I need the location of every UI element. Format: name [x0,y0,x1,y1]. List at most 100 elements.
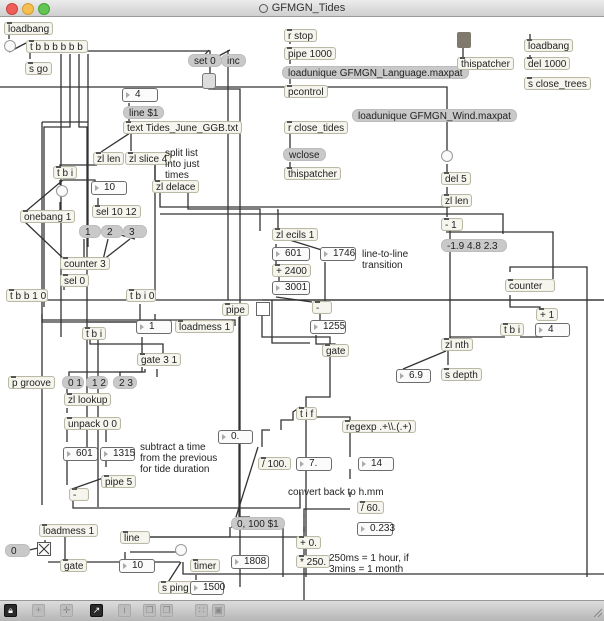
message-2-3[interactable]: 2 3 [113,376,137,389]
presentation-icon[interactable]: ↗ [90,604,103,617]
send-ping-object[interactable]: s ping [158,581,193,594]
timer-object[interactable]: timer [190,559,221,572]
lock-icon[interactable]: 🔒︎ [4,604,17,617]
sel-10-12-object[interactable]: sel 10 12 [92,205,141,218]
counter-3-object[interactable]: counter 3 [60,257,110,270]
send-go-object[interactable]: s go [25,62,52,75]
gate-object[interactable]: gate [60,559,88,572]
message-2[interactable]: 2 [101,225,123,238]
trigger-if-object[interactable]: t i f [296,407,318,420]
message-1-2[interactable]: 1 2 [86,376,108,389]
loadunique-wind-message[interactable]: loadunique GFMGN_Wind.maxpat [352,109,517,122]
close-button[interactable] [6,3,18,15]
multiply-250-object[interactable]: * 250. [296,555,331,568]
loadmess-object[interactable]: loadmess 1 [175,320,235,333]
loadbang-object-2[interactable]: loadbang [524,39,574,52]
bang-button[interactable] [4,40,16,52]
message-1[interactable]: 1 [79,225,101,238]
loadmess-object-2[interactable]: loadmess 1 [39,524,99,537]
pipe-1000-object[interactable]: pipe 1000 [284,47,336,60]
divide-60-object[interactable]: / 60. [357,501,385,514]
inc-message[interactable]: inc [221,54,246,67]
number-box-6-9[interactable]: 6.9 [396,369,431,383]
del-1000-object[interactable]: del 1000 [524,57,571,70]
copy-icon[interactable]: ❐ [143,604,156,617]
number-box-1315[interactable]: 1315 [100,447,135,461]
divide-100-object[interactable]: / 100. [258,457,292,470]
text-object[interactable]: text Tides_June_GGB.txt [123,121,243,134]
add-icon[interactable]: + [32,604,45,617]
message-3[interactable]: 3 [123,225,147,238]
thispatcher-object[interactable]: thispatcher [284,167,341,180]
resize-grip-icon[interactable] [592,607,603,618]
message-0[interactable]: 0 [5,544,30,557]
number-box-1[interactable]: 1 [136,320,172,334]
pipe-object[interactable]: pipe [222,303,249,316]
send-depth-object[interactable]: s depth [441,368,482,381]
paste-icon[interactable]: ❐ [160,604,173,617]
line-message[interactable]: line $1 [123,106,165,119]
number-box-float[interactable]: 0. [218,430,253,444]
number-box-1500[interactable]: 1500 [190,581,225,595]
number-box-0-233[interactable]: 0.233 [357,522,395,536]
set-0-message[interactable]: set 0 [188,54,222,67]
number-box-10[interactable]: 10 [91,181,127,195]
zl-ecils-object[interactable]: zl ecils 1 [272,228,319,241]
minus-object[interactable]: - [69,488,89,501]
number-box-601-b[interactable]: 601 [63,447,98,461]
number-box-4-b[interactable]: 4 [535,323,570,337]
number-box-601[interactable]: 601 [272,247,310,261]
counter-object[interactable]: counter [505,279,555,292]
message-0-1[interactable]: 0 1 [62,376,84,389]
bang-button-4[interactable] [441,150,453,162]
umenu-stepper[interactable] [202,73,216,89]
unpack-object[interactable]: unpack 0 0 [64,417,121,430]
toggle[interactable] [37,542,51,556]
trigger-object[interactable]: t b b b b b b [26,40,88,53]
zl-lookup-object[interactable]: zl lookup [64,393,112,406]
plus-2400-object[interactable]: + 2400 [272,264,311,277]
pipe-5-object[interactable]: pipe 5 [101,475,137,488]
trigger-bi-object-3[interactable]: t b i [500,323,525,336]
trigger-bi0-object[interactable]: t b i 0 [126,289,156,302]
number-box-14[interactable]: 14 [358,457,394,471]
move-icon[interactable]: ✛ [60,604,73,617]
del-5-object[interactable]: del 5 [441,172,471,185]
zl-nth-object[interactable]: zl nth [441,338,473,351]
number-box-1746[interactable]: 1746 [320,247,356,261]
sel-0-object[interactable]: sel 0 [60,274,90,287]
minimize-button[interactable] [22,3,34,15]
number-box-7[interactable]: 7. [296,457,332,471]
trigger-bb10-object[interactable]: t b b 1 0 [6,289,48,302]
list-message[interactable]: -1.9 4.8 2.3 [441,239,507,252]
pcontrol-object[interactable]: pcontrol [284,85,328,98]
p-groove-subpatcher[interactable]: p groove [8,376,55,389]
bang-button-2[interactable] [56,185,68,197]
zoom-button[interactable] [38,3,50,15]
button-square[interactable] [256,302,270,316]
plus-0-object[interactable]: + 0. [296,536,321,549]
zl-len-object-2[interactable]: zl len [441,194,473,207]
number-box-10-b[interactable]: 10 [119,559,155,573]
patcher-canvas[interactable]: loadbang t b b b b b b s go set 0 inc 4 … [0,17,604,600]
number-box-4[interactable]: 4 [122,88,158,102]
bang-button-3[interactable] [175,544,187,556]
trigger-bi-object[interactable]: t b i [53,166,78,179]
gate-3-1-object[interactable]: gate 3 1 [137,353,182,366]
loadbang-object[interactable]: loadbang [4,22,54,35]
receive-stop-object[interactable]: r stop [284,29,318,42]
snap-icon[interactable]: ▣ [212,604,225,617]
number-box-1808[interactable]: 1808 [231,555,269,569]
regexp-object[interactable]: regexp .+\\.(.+) [342,420,416,433]
trigger-bi-object-2[interactable]: t b i [82,327,107,340]
inspector-icon[interactable]: i [118,604,131,617]
gate-object-2[interactable]: gate [322,344,350,357]
wclose-message[interactable]: wclose [283,148,326,161]
loadunique-language-message[interactable]: loadunique GFMGN_Language.maxpat [282,66,469,79]
thispatcher-object-2[interactable]: thispatcher [457,57,514,70]
textbutton[interactable] [457,32,471,48]
number-box-3001[interactable]: 3001 [272,281,310,295]
receive-close-tides-object[interactable]: r close_tides [284,121,349,134]
number-box-1255[interactable]: 1255 [310,320,346,334]
minus-1-object[interactable]: - 1 [441,218,463,231]
